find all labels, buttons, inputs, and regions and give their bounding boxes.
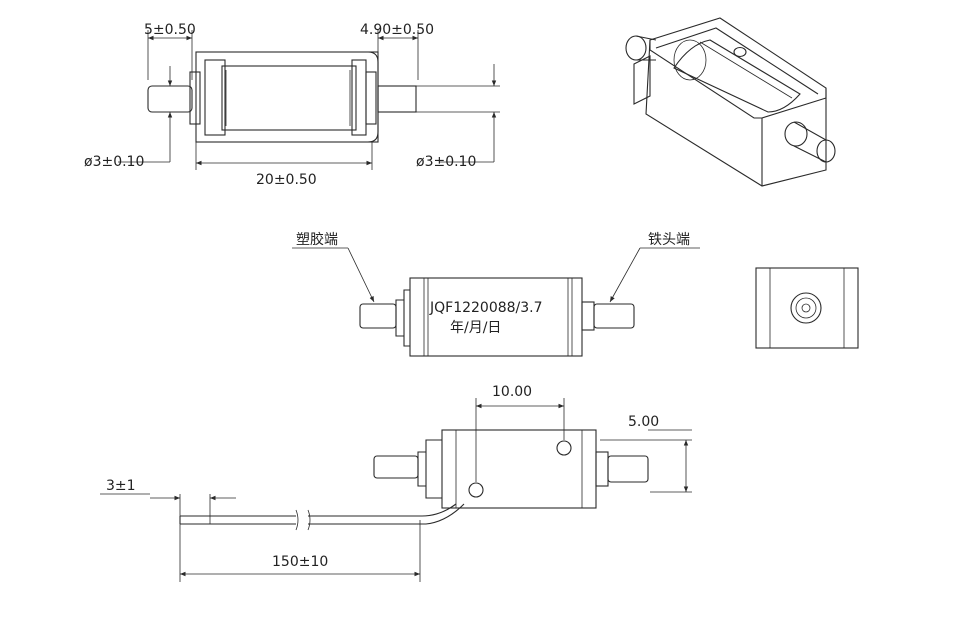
lead-wire: [308, 503, 457, 517]
dim-body-length: 20±0.50: [256, 172, 317, 188]
dim-wire-length: 150±10: [272, 554, 328, 570]
isometric-view: [625, 17, 836, 187]
hole-lower: [468, 482, 484, 498]
iso-right-shaft: [816, 139, 836, 163]
end-view-frame: [755, 267, 859, 349]
dim-right-stub: 4.90±0.50: [360, 22, 434, 38]
right-shaft: [377, 85, 417, 113]
date-marking: 年/月/日: [450, 320, 501, 336]
model-marking: JQF1220088/3.7: [429, 300, 543, 316]
side-body: [409, 277, 583, 357]
dim-left-stub: 5±0.50: [144, 22, 196, 38]
side-right-shaft: [593, 303, 635, 329]
bottom-view: 10.00 5.00 3±1 150±10: [100, 384, 692, 582]
hole-upper: [556, 440, 572, 456]
bottom-body: [441, 429, 597, 509]
bottom-right-shaft: [607, 455, 649, 483]
end-view-shaft: [790, 292, 822, 324]
bottom-left-stub: [373, 455, 419, 479]
dim-right-dia: ø3±0.10: [416, 154, 476, 170]
iso-mount-hole: [733, 46, 747, 58]
top-view: 5±0.50 4.90±0.50 ø3±0.10 ø3±0.10 20±0.50: [84, 22, 500, 188]
iso-box-outline: [645, 17, 827, 187]
iso-left-stub: [625, 35, 647, 61]
dim-left-dia: ø3±0.10: [84, 154, 144, 170]
label-plastic-end: 塑胶端: [296, 231, 338, 248]
label-iron-end: 铁头端: [648, 232, 690, 248]
side-left-stub: [359, 303, 397, 329]
end-view: [755, 267, 859, 349]
coil-body: [221, 65, 357, 131]
left-plunger-stub: [147, 85, 193, 113]
dim-hole-offset: 5.00: [628, 414, 659, 430]
dim-hole-spacing: 10.00: [492, 384, 532, 400]
dim-wire-strip: 3±1: [106, 478, 136, 494]
side-view: 塑胶端 铁头端 JQF1220088/3.7 年/月/日: [292, 231, 700, 357]
